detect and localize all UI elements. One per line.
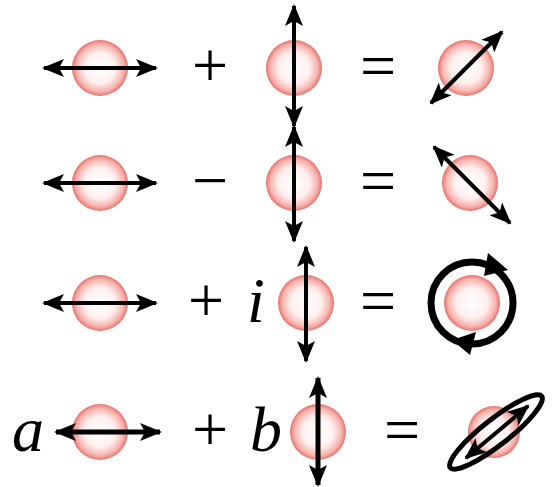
vertical-arrow: [292, 127, 296, 241]
coefficient-symbol: a: [12, 398, 44, 462]
operator-sign: −: [192, 149, 228, 213]
operator-sign: =: [384, 398, 420, 462]
coefficient-symbol: b: [250, 398, 282, 462]
operator-sign: =: [360, 149, 396, 213]
horizontal-arrow: [44, 301, 156, 305]
operator-sign: +: [192, 398, 228, 462]
operator-sign: +: [188, 269, 224, 333]
vertical-arrow: [316, 378, 321, 485]
horizontal-arrow: [56, 430, 160, 435]
horizontal-arrow: [44, 66, 156, 70]
operator-sign: =: [360, 34, 396, 98]
circular-path: [431, 262, 513, 344]
circular-arrowhead: [452, 332, 476, 355]
charge-ball: [444, 275, 500, 331]
operator-sign: +: [192, 34, 228, 98]
vertical-arrow: [304, 247, 308, 361]
vertical-arrow: [292, 6, 296, 126]
diagonal-arrow: [466, 406, 528, 458]
diagonal-arrow: [431, 32, 502, 103]
operator-sign: =: [360, 269, 396, 333]
coefficient-symbol: i: [247, 269, 265, 333]
circular-arrowhead: [484, 253, 508, 276]
diagonal-arrow: [434, 147, 510, 223]
horizontal-arrow: [44, 181, 156, 185]
elliptical-path: [442, 386, 549, 478]
